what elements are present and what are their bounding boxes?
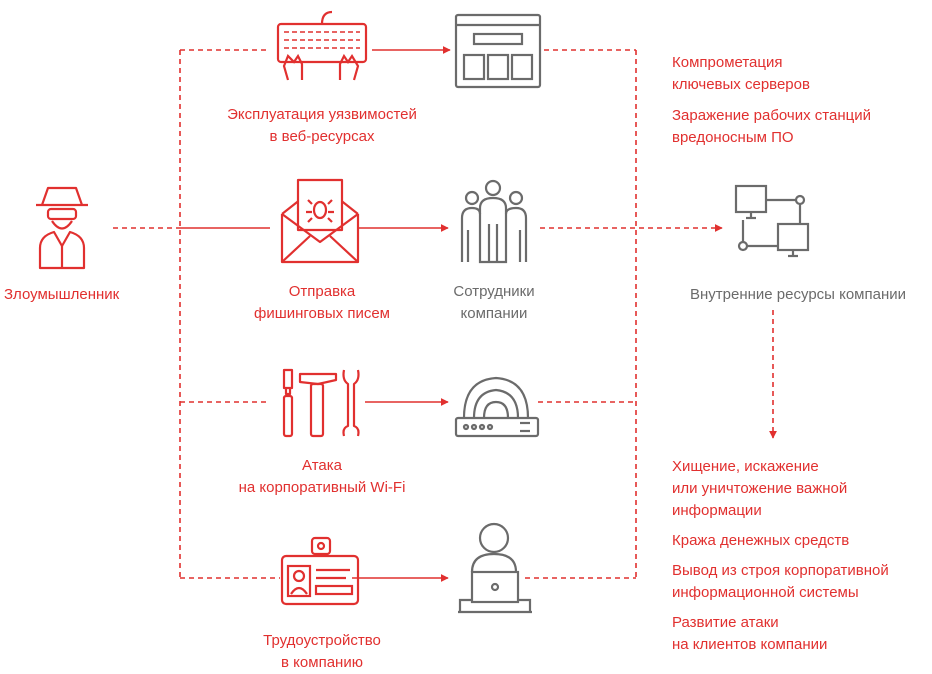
internal-resources-label: Внутренние ресурсы компании [690,286,906,303]
connector-lines [113,49,777,579]
vector-label-employment: Трудоустройство в компанию [263,632,381,671]
vector-label-web: Эксплуатация уязвимостей в веб-ресурсах [227,106,417,145]
attacker-label: Злоумышленник [4,286,120,303]
outcome-item: Кража денежных средств [672,532,850,549]
keyboard-icon [276,10,368,81]
outcomes-list: Хищение, искажение или уничтожение важно… [672,456,930,656]
employees-group-icon [460,179,528,264]
employee-laptop-icon [458,522,532,614]
phishing-envelope-icon [280,178,360,264]
network-computers-icon [734,184,810,258]
server-effects-list: Компрометация ключевых серверов Заражени… [672,52,922,149]
vector-label-wifi: Атака на корпоративный Wi-Fi [238,457,406,496]
browser-window-icon [454,13,542,89]
vector-label-phishing: Отправка фишинговых писем [254,283,390,322]
hacker-icon [36,186,88,270]
outcome-item: Вывод из строя корпоративной информацион… [672,562,889,601]
solid-arrows [180,46,451,582]
employees-label: Сотрудники компании [453,283,535,322]
server-effect-item: Компрометация ключевых серверов [672,54,810,93]
router-icon [454,376,540,438]
server-effect-item: Заражение рабочих станций вредоносным ПО [672,107,871,146]
outcome-item: Хищение, искажение или уничтожение важно… [672,458,848,519]
outcome-item: Развитие атаки на клиентов компании [672,614,828,653]
id-badge-icon [280,536,360,606]
tools-icon [282,368,360,438]
